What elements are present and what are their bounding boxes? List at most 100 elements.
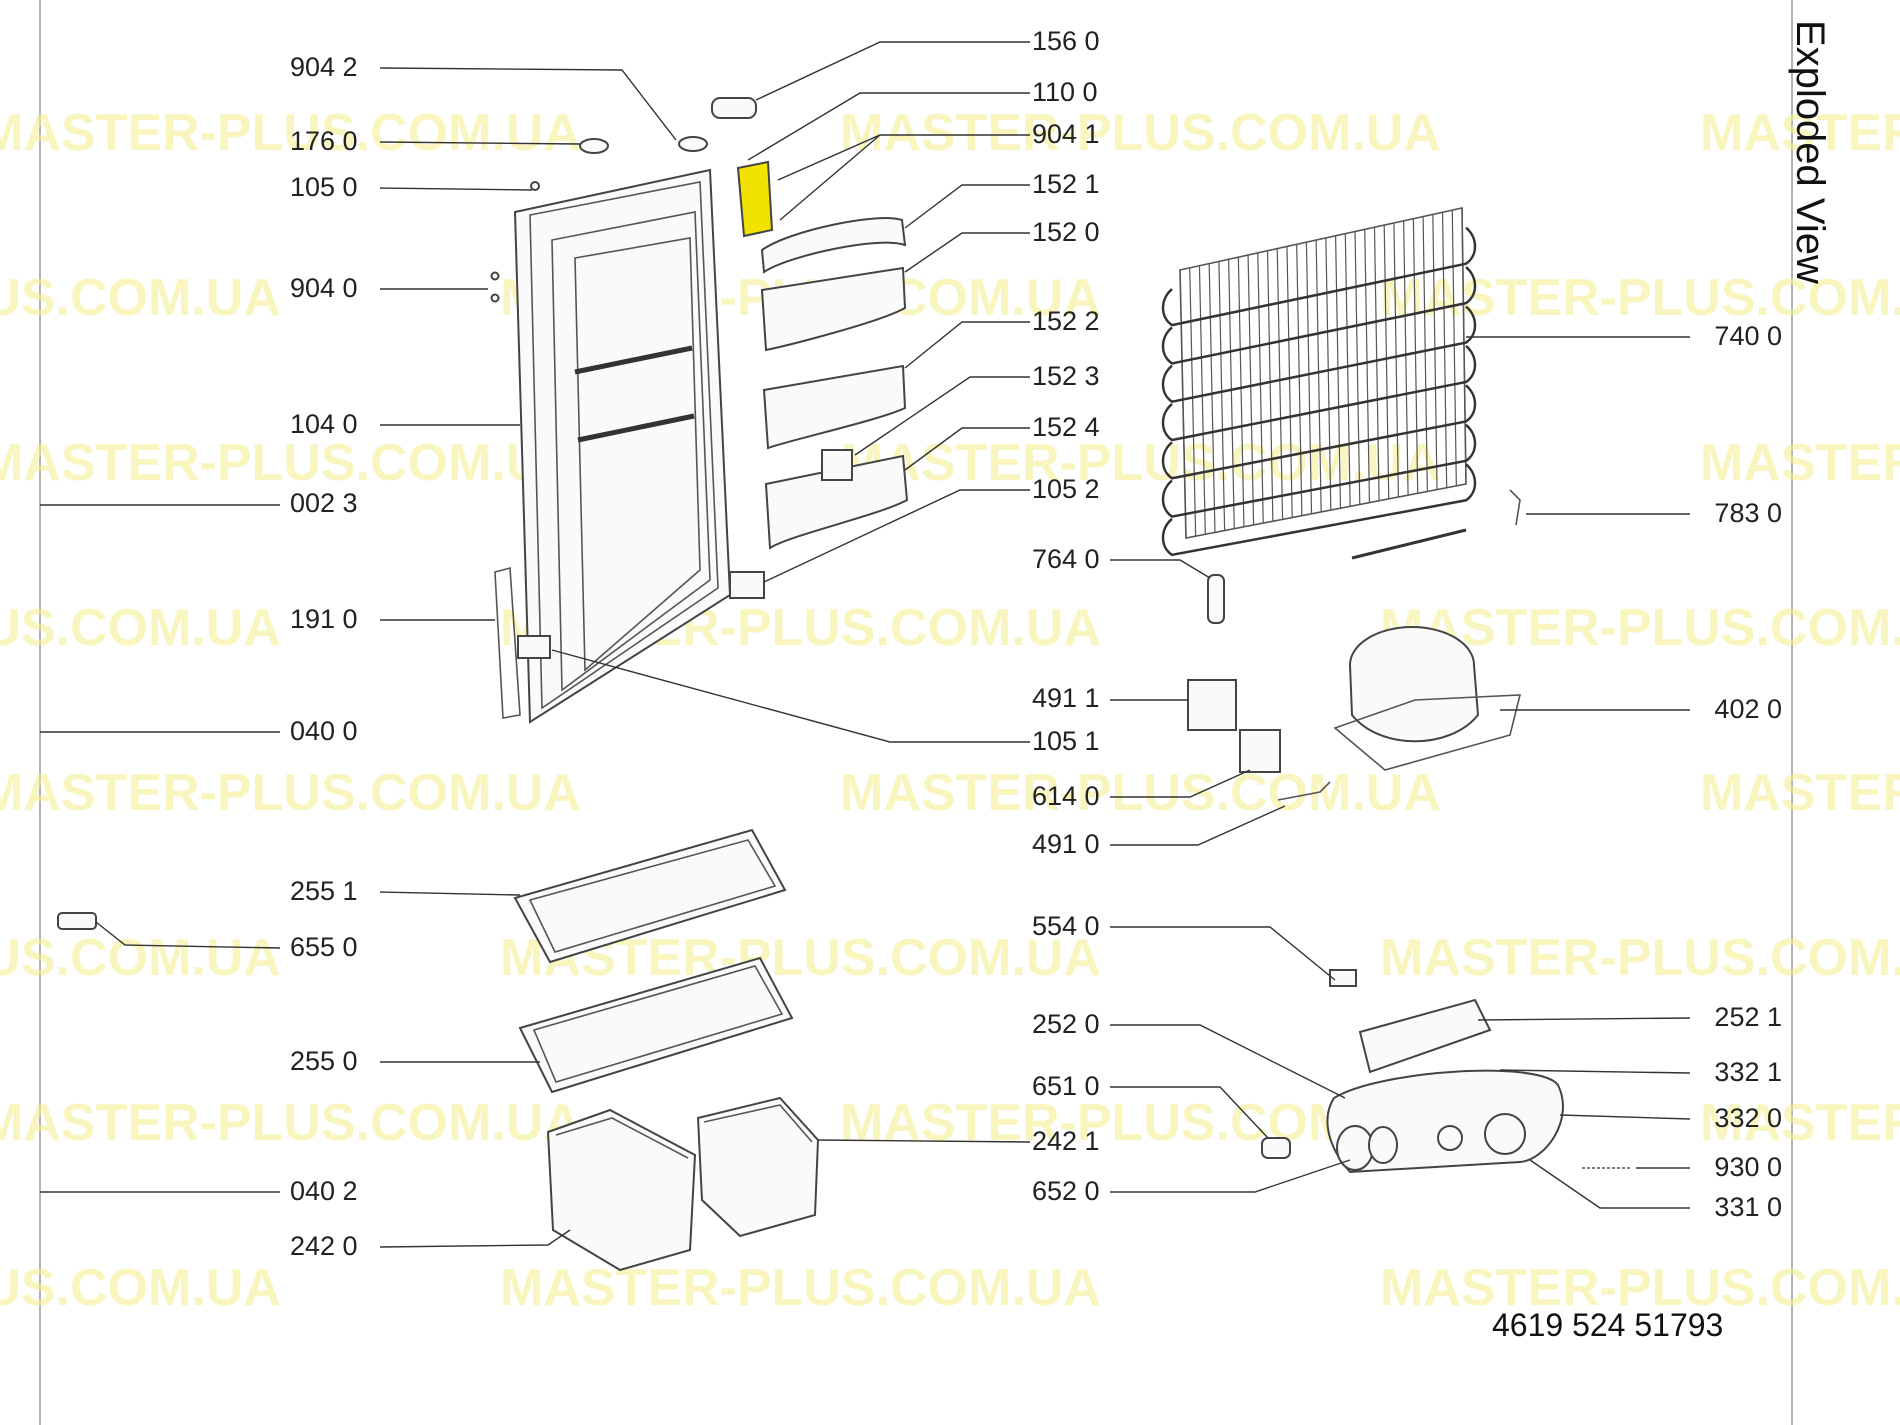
- condenser-tube: [1161, 384, 1477, 480]
- condenser-wire: [1432, 214, 1438, 490]
- glass-shelves: [513, 828, 794, 1094]
- condenser-wire: [1237, 257, 1245, 527]
- condenser-tube: [1161, 423, 1477, 518]
- condenser-wire: [1334, 235, 1342, 509]
- watermark-text: MASTER-PLUS.COM.UA: [1380, 929, 1900, 987]
- label-1523: 152 3: [1032, 361, 1100, 391]
- label-9042: 904 2: [290, 52, 358, 82]
- label-7830: 783 0: [1714, 498, 1782, 528]
- condenser-wire: [1276, 248, 1284, 520]
- document-number: 4619 524 51793: [1492, 1307, 1723, 1343]
- label-9300: 930 0: [1714, 1152, 1782, 1182]
- condenser-wire: [1257, 252, 1264, 524]
- condenser-wire: [1179, 269, 1187, 539]
- watermark-text: MASTER-PLUS.COM.UA: [0, 104, 581, 162]
- label-1520: 152 0: [1032, 217, 1100, 247]
- watermark-text: MASTER-PLUS.COM.UA: [0, 599, 281, 657]
- condenser-wire: [1208, 263, 1216, 533]
- label-1040: 104 0: [290, 409, 358, 439]
- label-4020: 402 0: [1714, 694, 1782, 724]
- label-3321: 332 1: [1714, 1057, 1782, 1087]
- glass-shelf-2550: [518, 956, 794, 1094]
- hinge-1052: [729, 571, 765, 599]
- label-1050: 105 0: [290, 172, 358, 202]
- door-shelf-1522: [762, 364, 907, 450]
- butter-cover: [711, 97, 757, 119]
- condenser-wire: [1451, 210, 1457, 486]
- condenser-wire: [1461, 207, 1467, 485]
- condenser-wire: [1383, 225, 1390, 499]
- label-6550: 655 0: [290, 932, 358, 962]
- shelf-cover-1521: [760, 217, 907, 274]
- label-1524: 152 4: [1032, 412, 1100, 442]
- condenser-wire: [1393, 222, 1400, 498]
- condenser-wire: [1373, 227, 1380, 501]
- condenser-wire: [1286, 246, 1293, 518]
- lamp-bulb: [1261, 1137, 1291, 1159]
- condenser-grid: [1161, 207, 1477, 557]
- watermark-text: MASTER-PLUS.COM.UA: [1380, 269, 1900, 327]
- label-6520: 652 0: [1032, 1176, 1100, 1206]
- watermark-text: MASTER-PLUS.COM.UA: [1700, 1094, 1900, 1152]
- condenser-wire: [1412, 218, 1419, 494]
- door-shelf-1520: [760, 266, 907, 352]
- condenser-wire: [1218, 261, 1226, 531]
- label-2550: 255 0: [290, 1046, 358, 1076]
- label-0402: 040 2: [290, 1176, 358, 1206]
- label-1051: 105 1: [1032, 726, 1100, 756]
- condenser-tube: [1161, 463, 1477, 557]
- glass-shelf-2551: [513, 828, 787, 964]
- condenser-wire: [1325, 237, 1332, 511]
- label-7640: 764 0: [1032, 544, 1100, 574]
- condenser-wire: [1189, 267, 1197, 537]
- watermark-text: MASTER-PLUS.COM.UA: [0, 269, 281, 327]
- watermark-layer: MASTER-PLUS.COM.UA MASTER-PLUS.COM.UA MAST…: [0, 104, 1900, 1317]
- label-7400: 740 0: [1714, 321, 1782, 351]
- label-0023: 002 3: [290, 488, 358, 518]
- watermark-text: MASTER-PLUS.COM.UA: [0, 764, 581, 822]
- condenser-wire: [1247, 255, 1255, 525]
- door-gasket-strip: [494, 566, 521, 719]
- watermark-text: MASTER-PLUS.COM.UA: [1700, 104, 1900, 162]
- door-assembly: [490, 136, 732, 724]
- foot-6550: [57, 912, 97, 930]
- label-5540: 554 0: [1032, 911, 1100, 941]
- label-1560: 156 0: [1032, 26, 1100, 56]
- condenser-wire: [1403, 220, 1409, 496]
- label-9041: 904 1: [1032, 119, 1100, 149]
- condenser-wire: [1422, 216, 1428, 492]
- crisper-drawers: [57, 912, 820, 1272]
- overload-clip: [1277, 781, 1331, 801]
- door-stop: [678, 136, 708, 152]
- label-6510: 651 0: [1032, 1071, 1100, 1101]
- relay-cover: [1187, 679, 1237, 731]
- label-2420: 242 0: [290, 1231, 358, 1261]
- compressor: [1187, 574, 1522, 801]
- hinge-lower: [517, 635, 551, 659]
- watermark-text: MASTER-PLUS.COM.UA: [0, 1094, 581, 1152]
- bottle-retainer-1523: [821, 449, 853, 481]
- part-labels: 904 2 176 0 105 0 904 0 104 0 002 3 191 …: [40, 26, 1782, 1261]
- condenser-tube: [1161, 226, 1477, 327]
- door-shelf-1524: [764, 454, 909, 550]
- watermark-text: MASTER-PLUS.COM.UA: [0, 1259, 281, 1317]
- label-4910: 491 0: [1032, 829, 1100, 859]
- housing-cover-2521: [1358, 998, 1492, 1074]
- label-2551: 255 1: [290, 876, 358, 906]
- drier-hook: [1509, 489, 1521, 526]
- starter-relay: [1239, 729, 1281, 773]
- label-1052: 105 2: [1032, 474, 1100, 504]
- condenser-coil: [1161, 207, 1521, 560]
- label-2521: 252 1: [1714, 1002, 1782, 1032]
- diagram-title: Exploded View: [1788, 20, 1832, 284]
- crisper-drawer-2420: [546, 1108, 697, 1272]
- condenser-wire: [1198, 265, 1206, 535]
- condenser-wire: [1305, 242, 1313, 514]
- label-1521: 152 1: [1032, 169, 1100, 199]
- label-3320: 332 0: [1714, 1103, 1782, 1133]
- label-2421: 242 1: [1032, 1126, 1100, 1156]
- drier-filter: [1207, 574, 1225, 624]
- door-shelves: [711, 97, 909, 599]
